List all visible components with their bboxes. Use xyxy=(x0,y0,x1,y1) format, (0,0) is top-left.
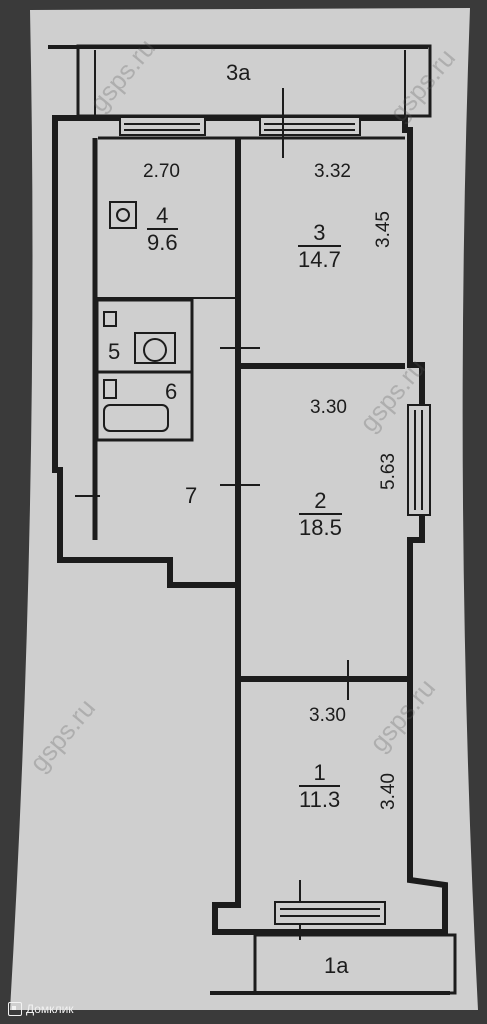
room-2-area: 18.5 xyxy=(299,515,342,540)
room-2-label: 2 18.5 xyxy=(299,490,342,539)
room-6-number: 6 xyxy=(165,379,178,404)
room-1-number: 1 xyxy=(299,762,341,787)
room-3-label: 3 14.7 xyxy=(298,222,341,271)
room-4-area: 9.6 xyxy=(147,230,178,255)
room-1-width: 3.30 xyxy=(309,705,346,726)
balcony-1a-label: 1а xyxy=(324,953,349,978)
room-3-depth: 3.45 xyxy=(372,211,394,248)
room-1-label: 1 11.3 xyxy=(299,762,341,812)
paper-sheet xyxy=(10,8,478,1010)
brand-label: Домклик xyxy=(26,1002,74,1016)
room-3-number: 3 xyxy=(298,222,341,247)
brand-badge: Домклик xyxy=(8,1002,74,1016)
room-4-width: 2.70 xyxy=(143,161,180,182)
room-2-number: 2 xyxy=(299,490,342,515)
outer-wall xyxy=(52,115,448,935)
room-4-label: 4 9.6 xyxy=(147,205,178,254)
bathroom-block xyxy=(95,298,194,442)
house-icon xyxy=(8,1002,22,1016)
room-4-number: 4 xyxy=(147,205,178,230)
balcony-3a-label: 3а xyxy=(226,60,251,85)
corridor-number: 7 xyxy=(185,483,198,508)
room-3-area: 14.7 xyxy=(298,247,341,272)
room-1-depth: 3.40 xyxy=(377,773,399,810)
room-2-depth: 5.63 xyxy=(377,453,399,490)
room-2-width: 3.30 xyxy=(310,397,347,418)
room-3-width: 3.32 xyxy=(314,161,351,182)
room-5-number: 5 xyxy=(108,339,121,364)
room-1-area: 11.3 xyxy=(299,787,341,812)
